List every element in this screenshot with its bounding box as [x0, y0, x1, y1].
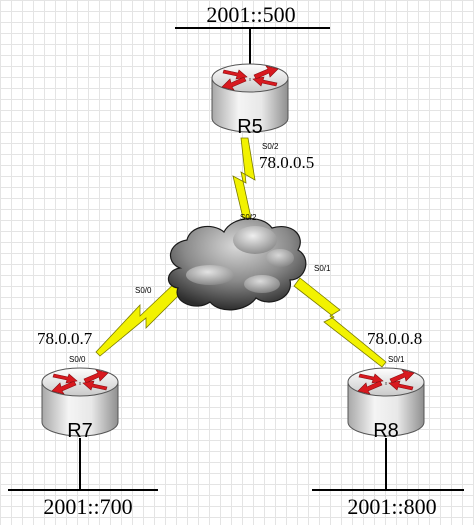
cloud-iface-r7: S0/0 — [135, 286, 152, 295]
router-name-r8: R8 — [373, 420, 399, 442]
router-ip-r5: 78.0.0.5 — [259, 153, 314, 172]
router-ip-r8: 78.0.0.8 — [367, 329, 422, 348]
router-iface-r8: S0/1 — [388, 355, 405, 364]
network-label-r8: 2001::800 — [347, 494, 436, 519]
router-r5[interactable]: R5 — [211, 63, 289, 138]
serial-link-icon — [293, 277, 387, 368]
router-r8[interactable]: R8 — [347, 367, 425, 442]
router-iface-r7: S0/0 — [69, 355, 86, 364]
frame-relay-cloud-icon — [167, 218, 307, 311]
router-name-r5: R5 — [237, 116, 263, 138]
router-iface-r5: S0/2 — [262, 142, 279, 151]
router-ip-r7: 78.0.0.7 — [37, 329, 93, 348]
router-r7[interactable]: R7 — [41, 367, 119, 442]
serial-link-r8 — [293, 277, 387, 368]
router-name-r7: R7 — [67, 420, 93, 442]
cloud-iface-r8: S0/1 — [314, 264, 331, 273]
cloud-iface-r5: S0/2 — [240, 213, 257, 222]
serial-link-icon — [95, 279, 187, 357]
serial-link-icon — [232, 137, 256, 219]
serial-link-r5 — [232, 137, 256, 219]
network-label-r7: 2001::700 — [43, 494, 132, 519]
network-label-r5: 2001::500 — [206, 2, 295, 27]
serial-link-r7 — [95, 279, 187, 357]
